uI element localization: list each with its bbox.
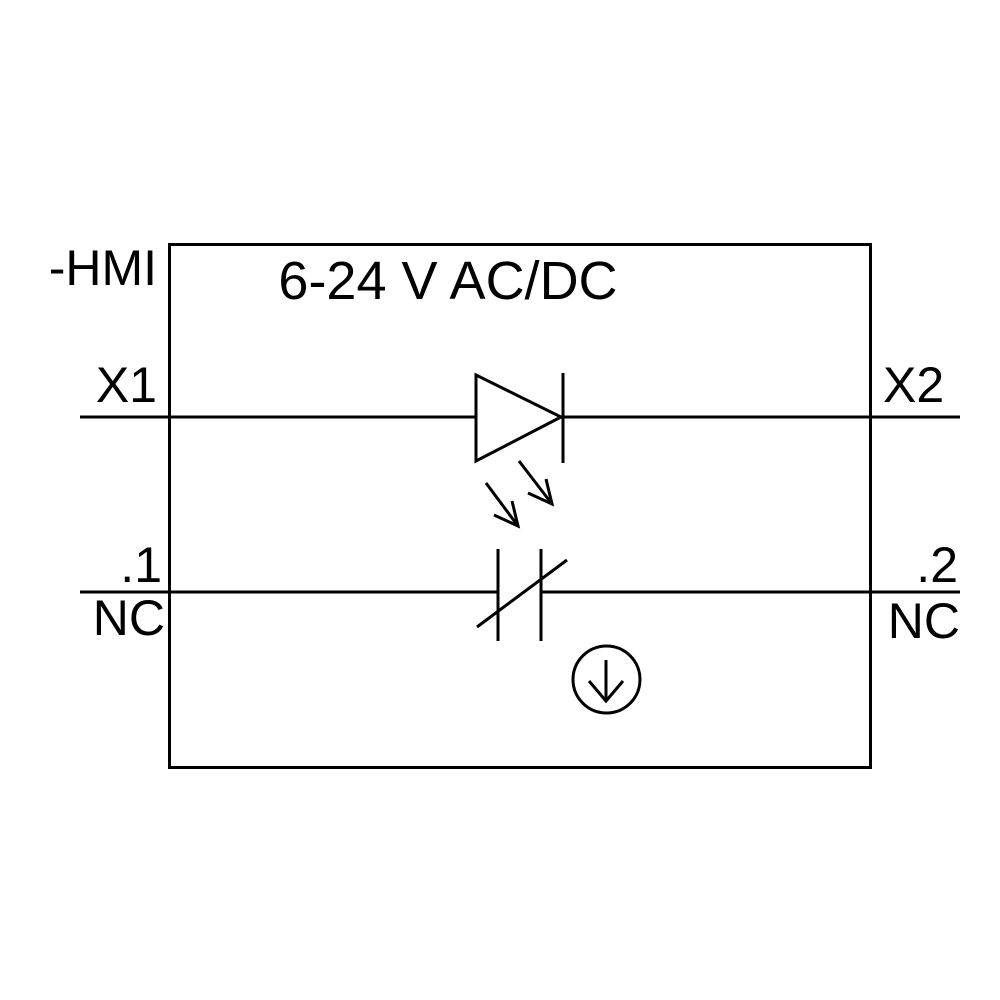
- actuation-direction-icon: [571, 644, 642, 715]
- device-outline: [168, 243, 872, 769]
- light-emission-arrows-icon: [484, 460, 555, 529]
- contact-type-label-left: NC: [92, 590, 165, 646]
- contact-type-label-right: NC: [887, 593, 960, 649]
- terminal-label-x1: X1: [95, 357, 157, 413]
- voltage-rating-label: 6-24 V AC/DC: [278, 251, 618, 311]
- led-diode-icon: [474, 372, 565, 464]
- device-reference-label: -HMI: [48, 240, 157, 296]
- terminal-label-dot1: .1: [120, 537, 162, 593]
- terminal-label-dot2: .2: [916, 537, 958, 593]
- nc-break-contact-icon: [476, 549, 568, 641]
- terminal-label-x2: X2: [883, 357, 945, 413]
